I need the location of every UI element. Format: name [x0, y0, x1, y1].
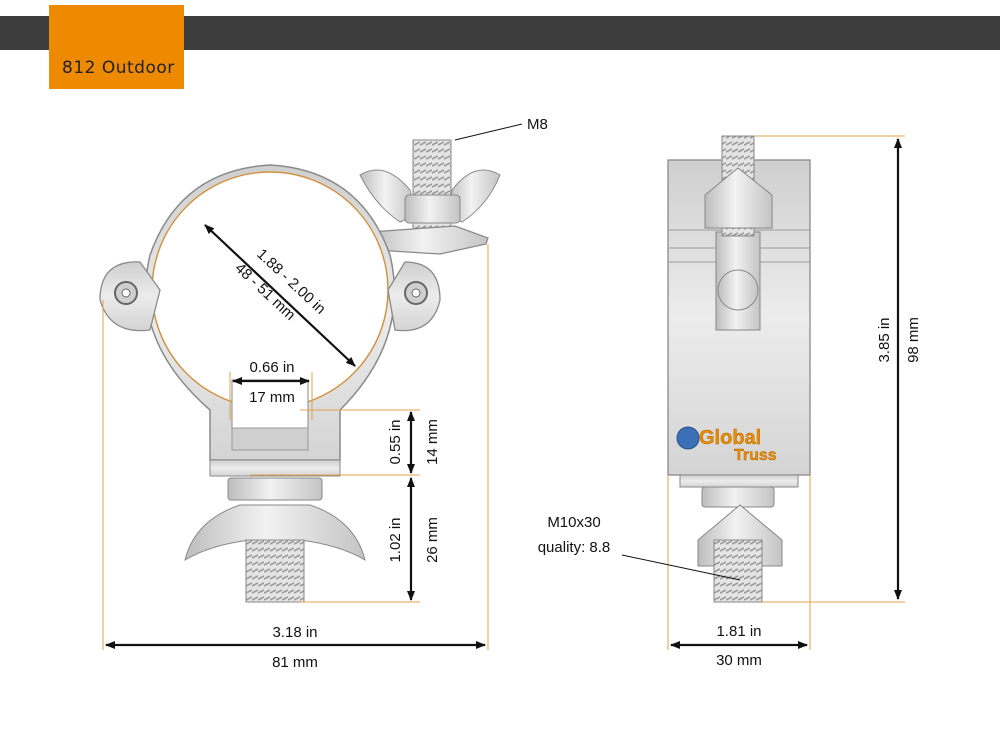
- width-mm-label: 81 mm: [272, 654, 318, 671]
- bolt-length-mm-label: 26 mm: [424, 517, 441, 563]
- height-mm-label: 98 mm: [905, 317, 922, 363]
- bolt-quality-label: quality: 8.8: [538, 539, 611, 556]
- depth-mm-label: 30 mm: [716, 652, 762, 669]
- side-dimension-lines: [670, 138, 902, 649]
- throat-in-label: 0.55 in: [387, 419, 404, 464]
- height-in-label: 3.85 in: [876, 317, 893, 362]
- bottom-bolt: [184, 477, 366, 603]
- logo-text-truss: Truss: [734, 447, 777, 464]
- gap-in-label: 0.66 in: [249, 359, 294, 376]
- clamp-side-view: Global Truss: [667, 135, 811, 603]
- m10-leader: [621, 554, 741, 581]
- bolt-top-label: M8: [527, 116, 548, 133]
- page-title: 812 Outdoor: [62, 58, 175, 78]
- gap-mm-label: 17 mm: [249, 389, 295, 406]
- globe-logo-icon: [676, 426, 700, 450]
- side-guide-lines: [667, 135, 905, 650]
- front-dimension-lines: [105, 224, 486, 649]
- logo-text-global: Global: [699, 427, 761, 449]
- title-tab: [49, 5, 184, 89]
- depth-in-label: 1.81 in: [716, 623, 761, 640]
- throat-mm-label: 14 mm: [424, 419, 441, 465]
- bolt-length-in-label: 1.02 in: [387, 517, 404, 562]
- top-bolt: [359, 139, 501, 236]
- width-in-label: 3.18 in: [272, 624, 317, 641]
- bolt-bottom-label: M10x30: [547, 514, 600, 531]
- m8-leader: [454, 123, 523, 141]
- front-guide-lines: [102, 244, 489, 650]
